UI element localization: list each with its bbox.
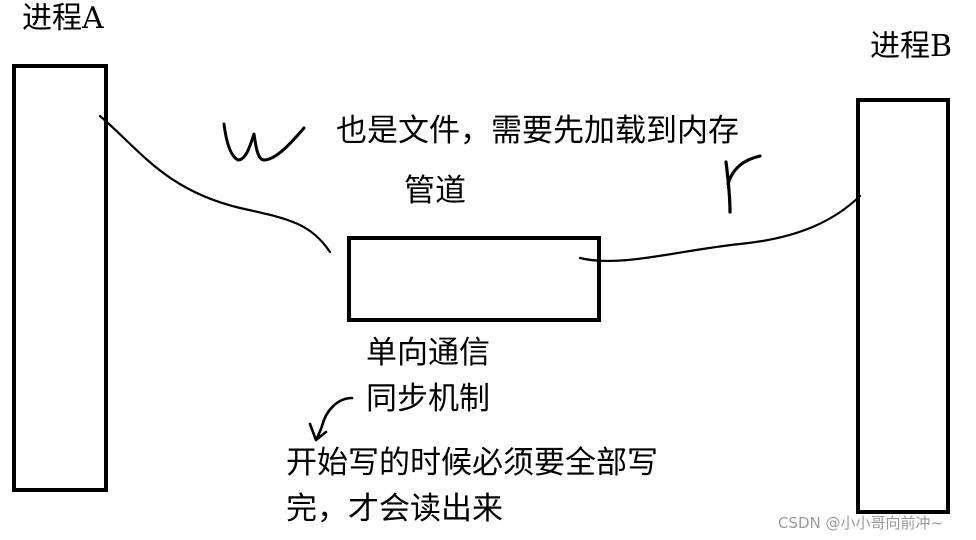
handwritten-w-mark xyxy=(222,122,306,162)
process-a-box xyxy=(12,64,108,492)
watermark-text: CSDN @小小哥向前冲~ xyxy=(778,514,944,532)
process-a-label: 进程A xyxy=(22,1,104,36)
write-rule-line-2: 完，才会读出来 xyxy=(286,491,503,527)
pipe-label: 管道 xyxy=(404,173,466,209)
file-note-text: 也是文件，需要先加载到内存 xyxy=(336,113,739,149)
process-b-label: 进程B xyxy=(870,29,953,64)
process-b-box xyxy=(856,98,950,514)
pipe-box xyxy=(347,236,601,322)
unidirectional-text: 单向通信 xyxy=(366,335,490,371)
write-connector-line xyxy=(98,114,332,254)
write-rule-line-1: 开始写的时候必须要全部写 xyxy=(286,445,658,481)
sync-text: 同步机制 xyxy=(366,381,490,417)
curved-arrow-icon xyxy=(308,396,354,442)
handwritten-r-mark xyxy=(724,154,762,214)
read-connector-line xyxy=(578,194,862,263)
